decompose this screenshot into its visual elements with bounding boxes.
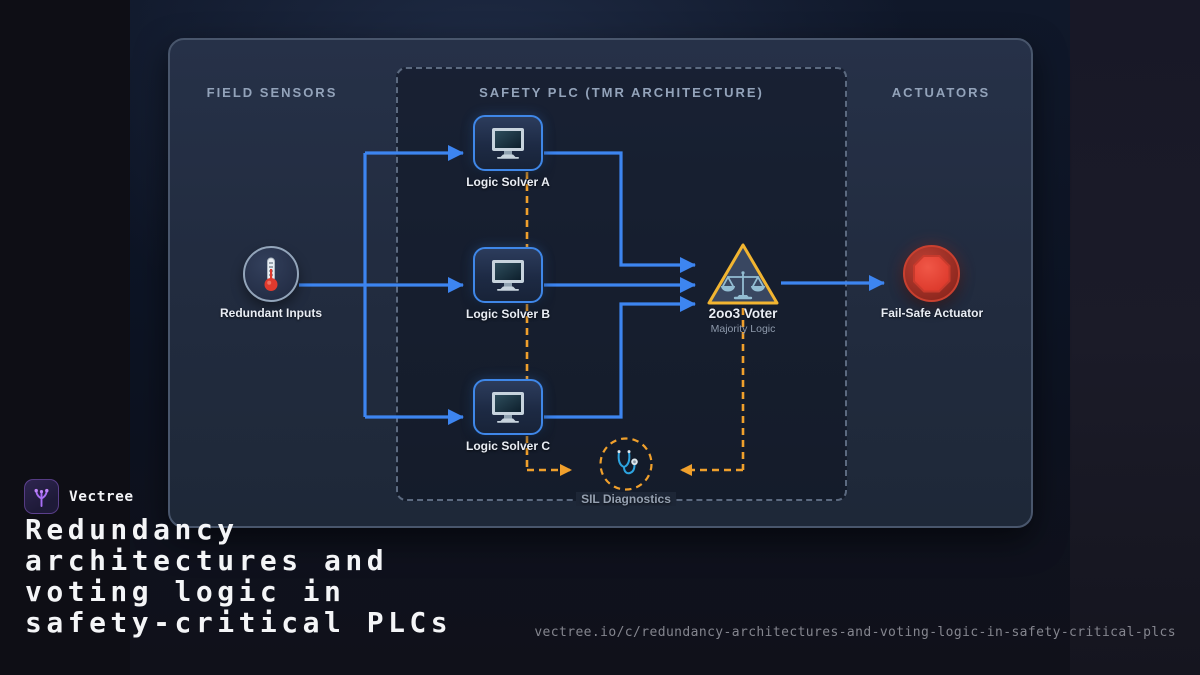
node-fail-safe-actuator xyxy=(903,245,960,302)
arrow-solver-c-to-voter xyxy=(544,296,696,419)
page-title: Redundancy architectures and voting logi… xyxy=(25,513,453,639)
label-logic-solver-b: Logic Solver B xyxy=(465,307,551,321)
node-logic-solver-b xyxy=(473,247,543,303)
label-logic-solver-c: Logic Solver C xyxy=(465,439,551,453)
scales-icon xyxy=(721,271,765,300)
section-label-actuators: ACTUATORS xyxy=(891,85,991,100)
label-2oo3-voter: 2oo3 Voter xyxy=(708,306,778,321)
label-majority-logic: Majority Logic xyxy=(710,323,776,335)
node-logic-solver-c xyxy=(473,379,543,435)
node-logic-solver-a xyxy=(473,115,543,171)
branch-tree-icon xyxy=(34,488,49,507)
monitor-icon xyxy=(492,392,524,423)
label-sil-diagnostics: SIL Diagnostics xyxy=(546,492,706,506)
stethoscope-icon xyxy=(617,450,638,475)
background-right-band xyxy=(1070,0,1200,675)
monitor-icon xyxy=(492,128,524,159)
label-redundant-inputs: Redundant Inputs xyxy=(220,306,322,320)
sil-diagnostics-circle xyxy=(599,437,653,491)
section-label-field-sensors: FIELD SENSORS xyxy=(206,85,338,100)
label-logic-solver-a: Logic Solver A xyxy=(466,175,550,189)
label-fail-safe-actuator: Fail-Safe Actuator xyxy=(880,306,984,320)
node-sil-diagnostics xyxy=(601,439,651,489)
diagram-panel: FIELD SENSORS SAFETY PLC (TMR ARCHITECTU… xyxy=(168,38,1033,528)
node-redundant-inputs xyxy=(243,246,299,302)
arrow-solver-a-to-voter xyxy=(544,151,696,273)
brand-name: Vectree xyxy=(69,488,134,505)
brand-row: Vectree xyxy=(24,479,134,514)
monitor-icon xyxy=(492,260,524,291)
stop-octagon-icon xyxy=(912,254,951,293)
thermometer-icon xyxy=(264,257,278,291)
page-url: vectree.io/c/redundancy-architectures-an… xyxy=(534,625,1176,640)
section-label-safety-plc: SAFETY PLC (TMR ARCHITECTURE) xyxy=(479,85,764,100)
vectree-logo xyxy=(24,479,59,514)
node-2oo3-voter xyxy=(720,270,766,302)
